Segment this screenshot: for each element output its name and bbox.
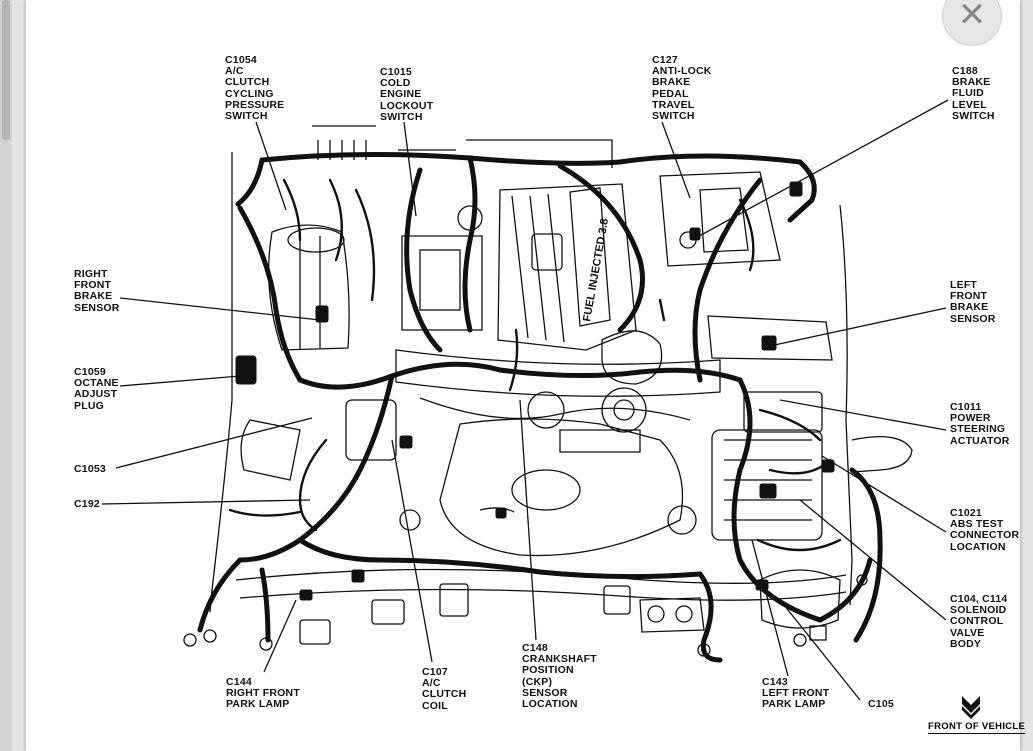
callout-right-front-brake-sensor: RIGHT FRONT BRAKE SENSOR bbox=[74, 268, 120, 314]
callout-c127: C127 ANTI-LOCK BRAKE PEDAL TRAVEL SWITCH bbox=[652, 54, 712, 123]
callout-c1059: C1059 OCTANE ADJUST PLUG bbox=[74, 366, 119, 412]
callout-c1015: C1015 COLD ENGINE LOCKOUT SWITCH bbox=[380, 66, 434, 123]
engine-assembly bbox=[395, 183, 721, 453]
callout-c1021: C1021 ABS TEST CONNECTOR LOCATION bbox=[950, 507, 1020, 553]
front-of-vehicle-arrow-icon bbox=[962, 696, 980, 719]
wiring-harness bbox=[197, 151, 883, 663]
diagram-sheet bbox=[26, 0, 1020, 751]
callout-c192: C192 bbox=[74, 498, 100, 510]
callout-c148: C148 CRANKSHAFT POSITION (CKP) SENSOR LO… bbox=[522, 642, 597, 711]
engine-bay-outline bbox=[209, 125, 853, 613]
callout-c105: C105 bbox=[868, 698, 894, 710]
callout-c1054: C1054 A/C CLUTCH CYCLING PRESSURE SWITCH bbox=[225, 54, 285, 123]
left-scrollbar-thumb[interactable] bbox=[2, 0, 10, 140]
callout-c1053: C1053 bbox=[74, 463, 106, 475]
callout-c1011: C1011 POWER STEERING ACTUATOR bbox=[950, 401, 1010, 447]
radiator-support-brackets bbox=[371, 583, 705, 633]
right-side-components bbox=[235, 224, 397, 481]
callout-leader-lines bbox=[101, 99, 949, 701]
front-of-vehicle-label: FRONT OF VEHICLE bbox=[928, 721, 1026, 734]
harness-connectors bbox=[183, 181, 868, 657]
oil-pan bbox=[399, 418, 697, 557]
callout-c188: C188 BRAKE FLUID LEVEL SWITCH bbox=[952, 65, 995, 122]
callout-c143: C143 LEFT FRONT PARK LAMP bbox=[762, 676, 830, 711]
left-scrollbar-track[interactable] bbox=[0, 0, 12, 751]
callout-left-front-brake-sensor: LEFT FRONT BRAKE SENSOR bbox=[950, 279, 996, 325]
callout-c104-c114: C104, C114 SOLENOID CONTROL VALVE BODY bbox=[950, 593, 1008, 650]
callout-c107: C107 A/C CLUTCH COIL bbox=[422, 666, 467, 712]
callout-c144: C144 RIGHT FRONT PARK LAMP bbox=[226, 676, 300, 711]
